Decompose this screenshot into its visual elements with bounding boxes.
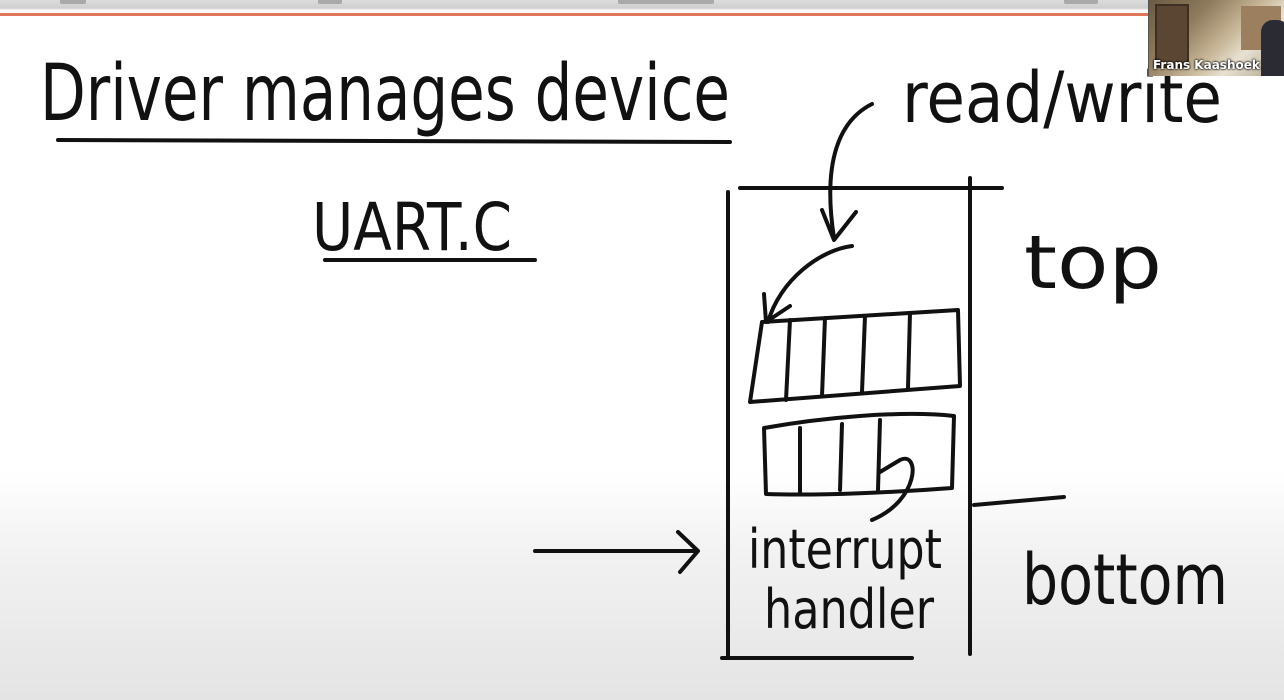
toolbar-tab-marker[interactable] [618, 0, 714, 4]
bottom-label: bottom [1022, 539, 1228, 621]
title-underline [56, 138, 732, 144]
handler-label: handler [764, 578, 935, 641]
lower-buffer [762, 411, 956, 497]
whiteboard-title: Driver manages device [40, 49, 730, 139]
toolbar-tab-marker[interactable] [318, 0, 342, 4]
video-background [1155, 4, 1189, 68]
top-label: top [1024, 220, 1162, 306]
toolbar-tab-marker[interactable] [60, 0, 86, 4]
read-write-arrow [820, 102, 874, 242]
upper-buffer [748, 308, 962, 404]
participant-name: Frans Kaashoek [1153, 58, 1260, 72]
driver-box-frame [720, 176, 1004, 660]
interrupt-arrow [533, 530, 700, 574]
toolbar-accent-line [0, 13, 1284, 16]
buffer-arrow [762, 244, 854, 324]
app-toolbar [0, 0, 1284, 18]
file-name-label: UART.C [312, 189, 512, 266]
handler-to-buffer-arrow [870, 456, 915, 522]
top-bottom-divider [972, 495, 1066, 507]
participant-video-tile[interactable]: Frans Kaashoek [1148, 0, 1284, 76]
interrupt-label: interrupt [748, 518, 942, 581]
participant-video-person [1261, 20, 1284, 76]
toolbar-tab-marker[interactable] [1064, 0, 1098, 4]
